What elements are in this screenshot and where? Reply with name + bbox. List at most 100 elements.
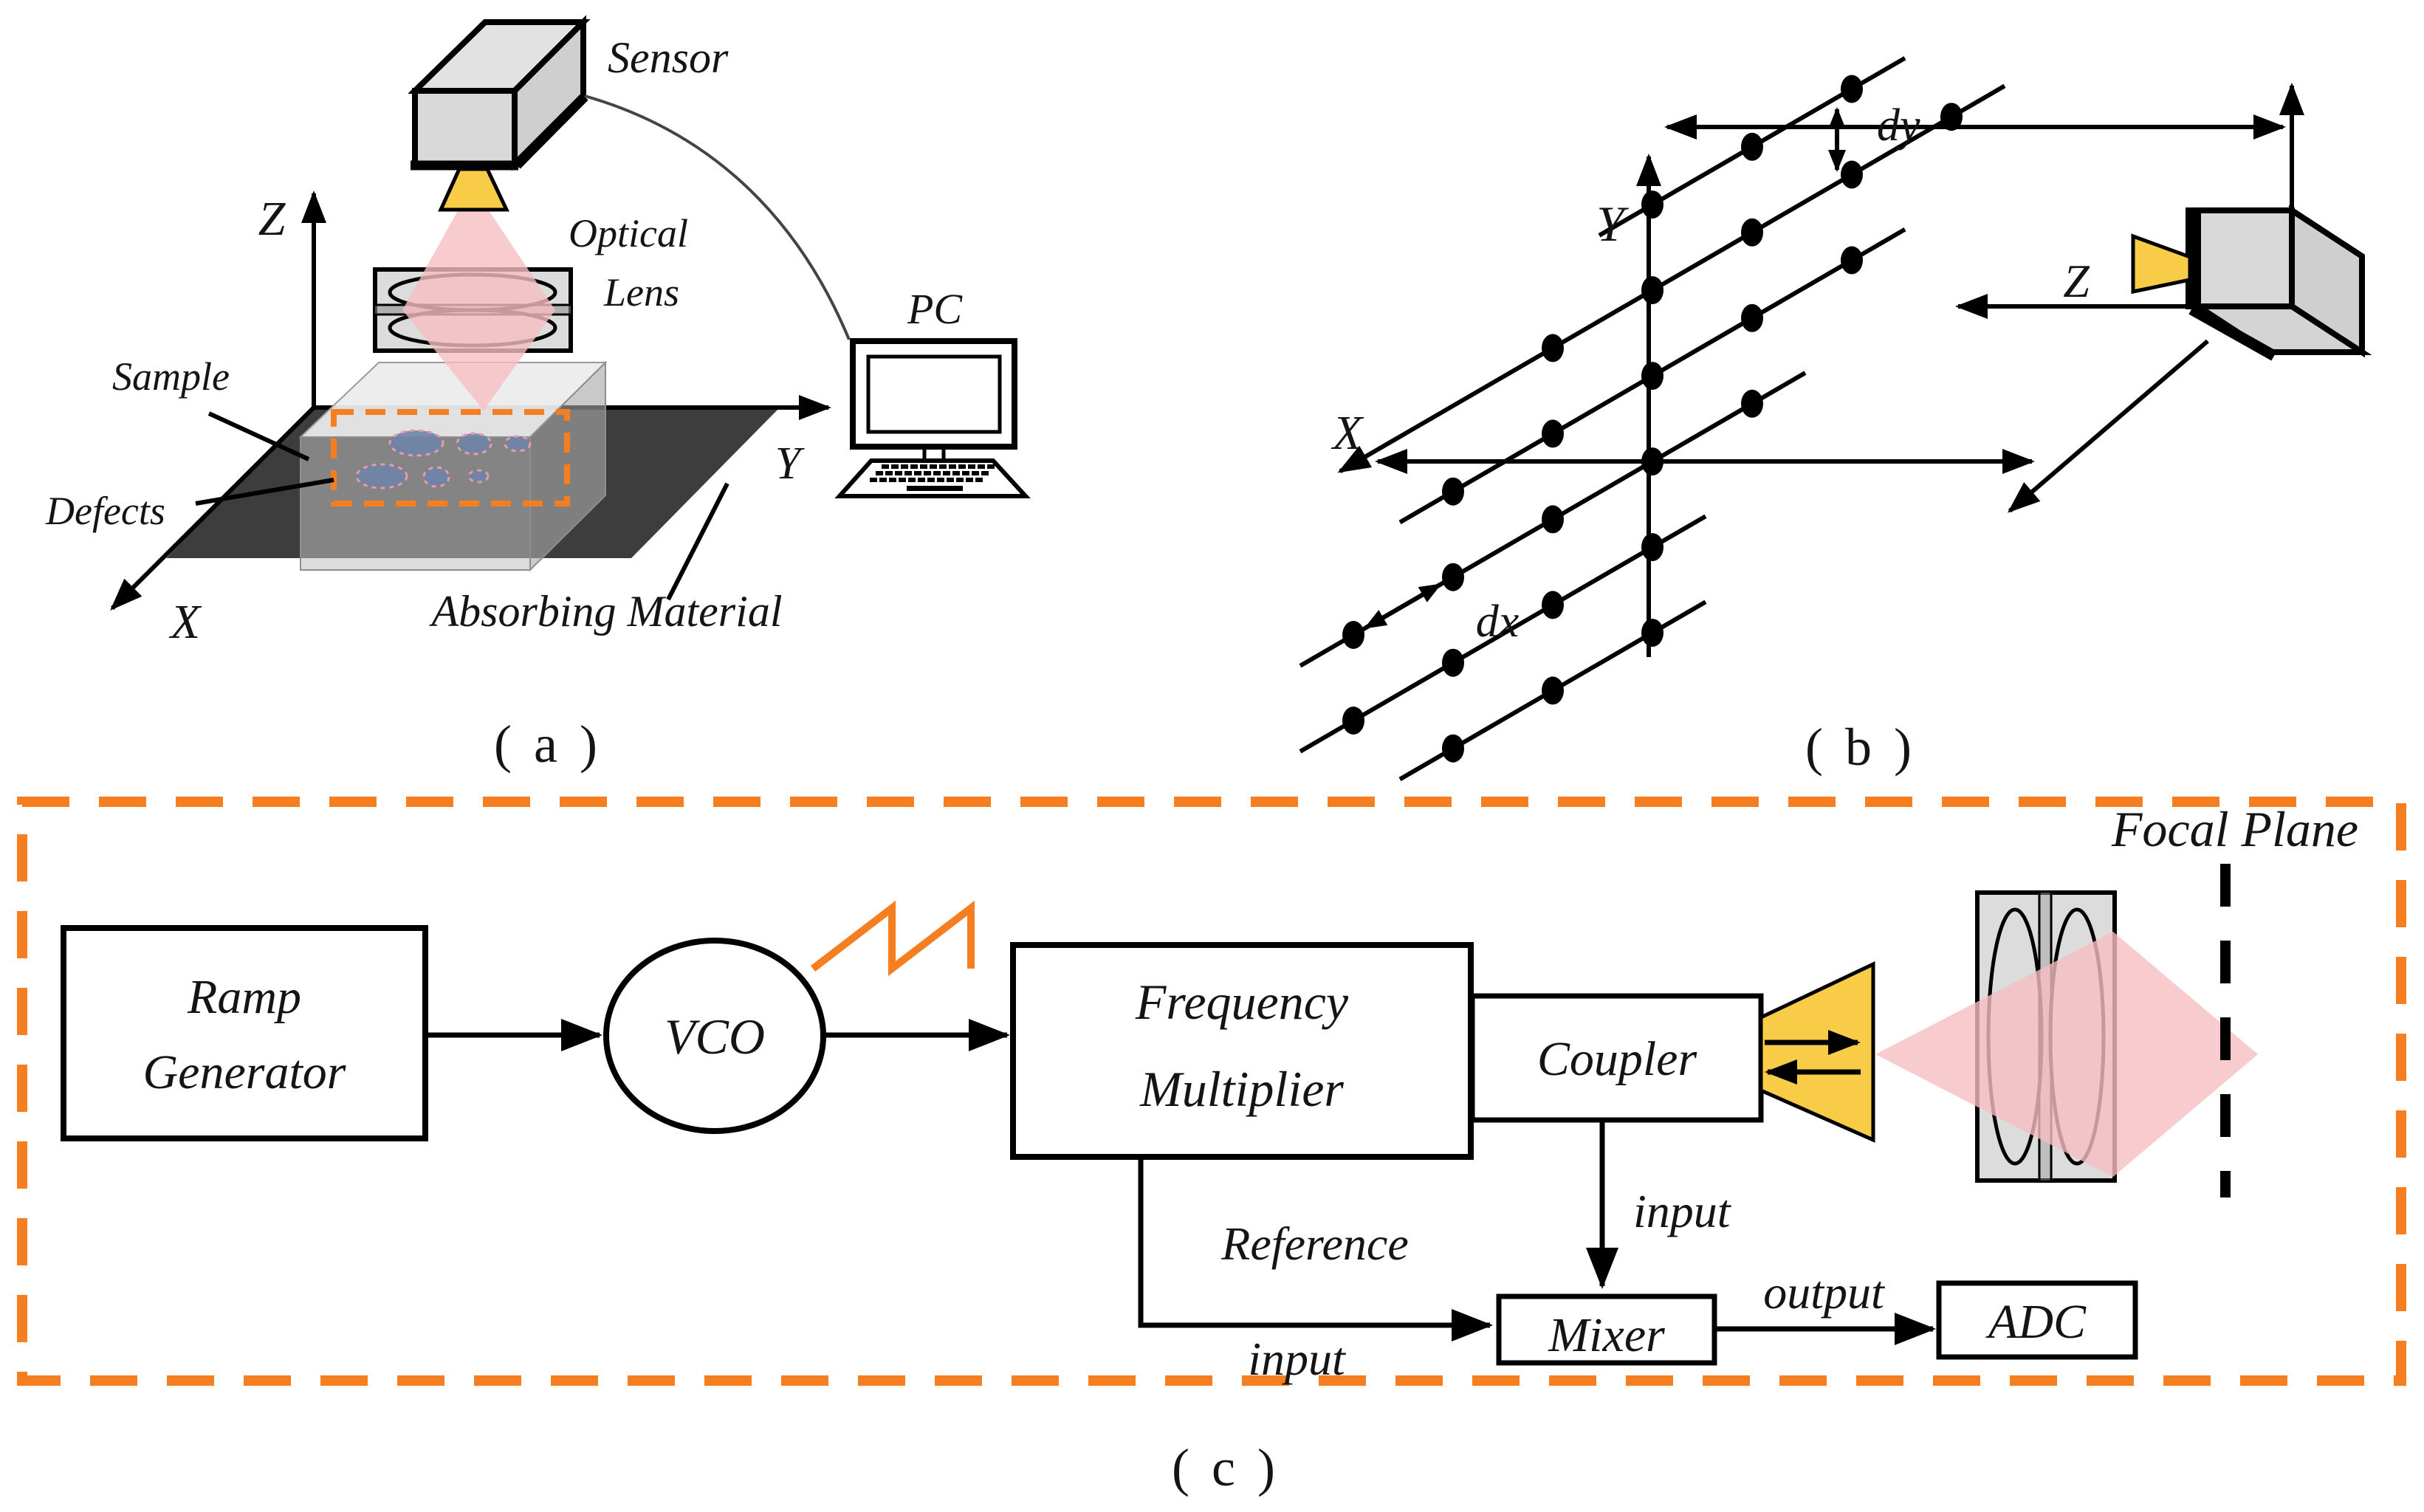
scan-point [1542, 505, 1564, 534]
sensor-box-b [2186, 205, 2372, 361]
pc-keyboard-keys [870, 464, 995, 482]
scan-point [1442, 563, 1464, 591]
keyboard-key [972, 471, 979, 475]
ramp-generator-label1: Ramp [187, 970, 301, 1024]
defect [355, 463, 408, 489]
caption-a: ( a ) [494, 715, 602, 774]
scan-point [1841, 160, 1863, 189]
mixer-box [1496, 1293, 1717, 1366]
scan-point [1542, 591, 1564, 619]
scan-point [1741, 132, 1763, 161]
lens-label: Lens [603, 270, 679, 315]
vco-label: VCO [665, 1008, 765, 1065]
keyboard-key [975, 478, 983, 482]
defect [504, 435, 532, 453]
keyboard-key [958, 464, 966, 469]
keyboard-key [930, 464, 937, 469]
ramp-generator-label2: Generator [143, 1045, 346, 1099]
pc-computer [834, 338, 1031, 498]
scan-point [1741, 389, 1763, 418]
mixer-label: Mixer [1548, 1308, 1665, 1362]
fig-c: Ramp Generator VCO Frequency Multiplier … [17, 797, 2406, 1497]
defect [467, 469, 490, 484]
absorbing-leader [666, 482, 729, 601]
keyboard-key [876, 471, 883, 475]
input-top-label: input [1633, 1185, 1732, 1237]
z-label-b: Z [2063, 255, 2090, 307]
optical-label: Optical [569, 211, 688, 255]
keyboard-key [885, 471, 893, 475]
fig-b: Y X Z dy dx ( b ) [1299, 56, 2372, 782]
coupler-box [1469, 993, 1764, 1123]
x-label-b: X [1331, 406, 1364, 460]
defects-leader [195, 478, 334, 506]
keyboard-key [920, 464, 927, 469]
scan-point [1342, 707, 1364, 735]
system-dashed-border [17, 797, 2406, 1386]
keyboard-key [882, 464, 889, 469]
keyboard-key [908, 478, 916, 482]
y-label-a: Y [775, 439, 805, 489]
absorbing-label: Absorbing Material [429, 587, 783, 636]
keyboard-key [978, 464, 985, 469]
caption-c: ( c ) [1172, 1438, 1280, 1497]
reference-label: Reference [1220, 1217, 1408, 1270]
multiplier-label: Multiplier [1139, 1061, 1344, 1117]
coupler-label: Coupler [1537, 1032, 1697, 1086]
z-label-a: Z [258, 192, 286, 246]
keyboard-key [947, 478, 954, 482]
keyboard-key [918, 478, 925, 482]
keyboard-key [889, 478, 896, 482]
sawtooth-waveform [810, 900, 975, 977]
keyboard-key [924, 471, 931, 475]
fig-a: Sensor Optical Lens Sample Defects Absor… [45, 15, 1031, 774]
sensor-box-a [408, 15, 591, 171]
output-label: output [1763, 1266, 1886, 1319]
y-label-b: Y [1596, 196, 1629, 252]
focal-plane-label: Focal Plane [2111, 801, 2358, 857]
defect [388, 429, 444, 457]
sensor-pc-cable [584, 94, 851, 340]
horn-antenna-a [438, 167, 509, 212]
scan-point [1841, 75, 1863, 103]
pc-label: PC [907, 285, 963, 333]
keyboard-key [949, 464, 956, 469]
adc-label: ADC [1985, 1295, 2087, 1349]
scan-point [1442, 477, 1464, 506]
reference-path [1138, 1157, 1493, 1341]
keyboard-key [910, 464, 918, 469]
scan-point [1641, 276, 1664, 305]
sensor-label: Sensor [608, 33, 729, 82]
frequency-label: Frequency [1135, 974, 1349, 1030]
keyboard-key [914, 471, 921, 475]
sensor-diagonal-b [2007, 339, 2209, 513]
scan-point [1741, 303, 1763, 332]
scan-point [1542, 419, 1564, 448]
dx-label: dx [1476, 597, 1520, 647]
keyboard-key [937, 478, 944, 482]
reference-input-label: input [1248, 1333, 1347, 1385]
caption-b: ( b ) [1805, 718, 1916, 777]
sample-leader [207, 411, 310, 461]
dx-arrow [1364, 583, 1442, 630]
dy-label: dy [1877, 100, 1920, 151]
scan-point [1442, 734, 1464, 763]
frequency-multiplier-box [1010, 942, 1474, 1160]
keyboard-key [899, 478, 906, 482]
keyboard-key [939, 464, 947, 469]
keyboard-key [943, 471, 950, 475]
horn-antenna-b [2131, 233, 2192, 295]
keyboard-key [987, 464, 995, 469]
scan-point [1641, 619, 1664, 647]
keyboard-key [901, 464, 908, 469]
scan-point [1542, 676, 1564, 705]
scan-point [1641, 362, 1664, 391]
scan-point [1841, 246, 1863, 275]
x-label-a: X [168, 595, 202, 649]
beam-c [1875, 932, 2258, 1177]
keyboard-key [956, 478, 964, 482]
defects-label: Defects [45, 489, 165, 533]
keyboard-key [981, 471, 989, 475]
keyboard-key [891, 464, 899, 469]
